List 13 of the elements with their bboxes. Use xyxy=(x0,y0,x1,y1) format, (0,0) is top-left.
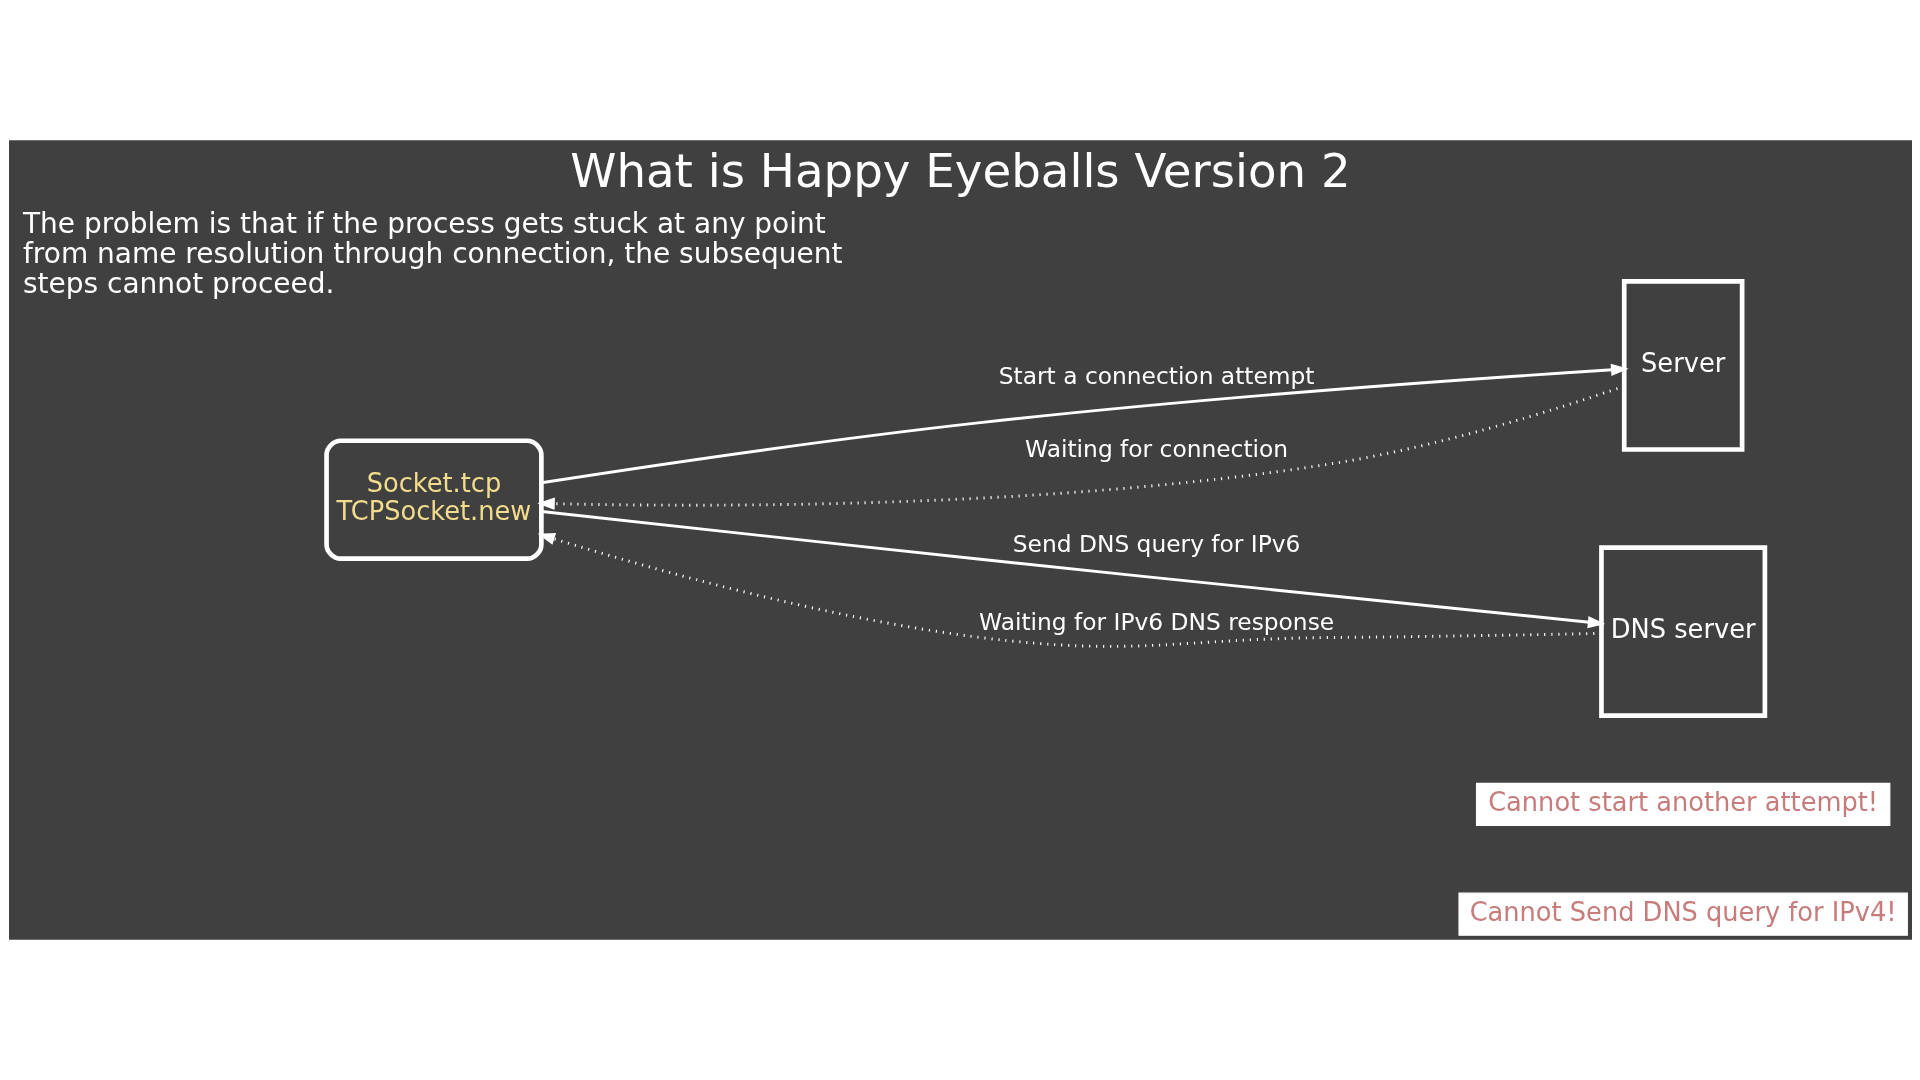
edge-label: Send DNS query for IPv6 xyxy=(1012,530,1300,559)
label: The problem is that if the process gets stuck at any point from name resolution through connection, the subsequent steps cannot proceed. xyxy=(22,206,843,301)
edge-label: Waiting for IPv6 DNS response xyxy=(978,608,1334,637)
arrow xyxy=(540,363,1629,485)
edge-label: Start a connection attempt xyxy=(998,362,1314,391)
node-box: DNS server xyxy=(1598,545,1767,719)
node-box: Server xyxy=(1621,279,1744,452)
label: Cannot start another attempt! xyxy=(1487,786,1878,817)
edge-label: Waiting for connection xyxy=(1024,434,1288,463)
node-box: Socket.tcp TCPSocket.new xyxy=(323,438,544,561)
diagram-title: What is Happy Eyeballs Version 2 xyxy=(569,143,1351,198)
label: Cannot Send DNS query for IPv4! xyxy=(1469,896,1897,927)
arrow xyxy=(541,510,1605,629)
